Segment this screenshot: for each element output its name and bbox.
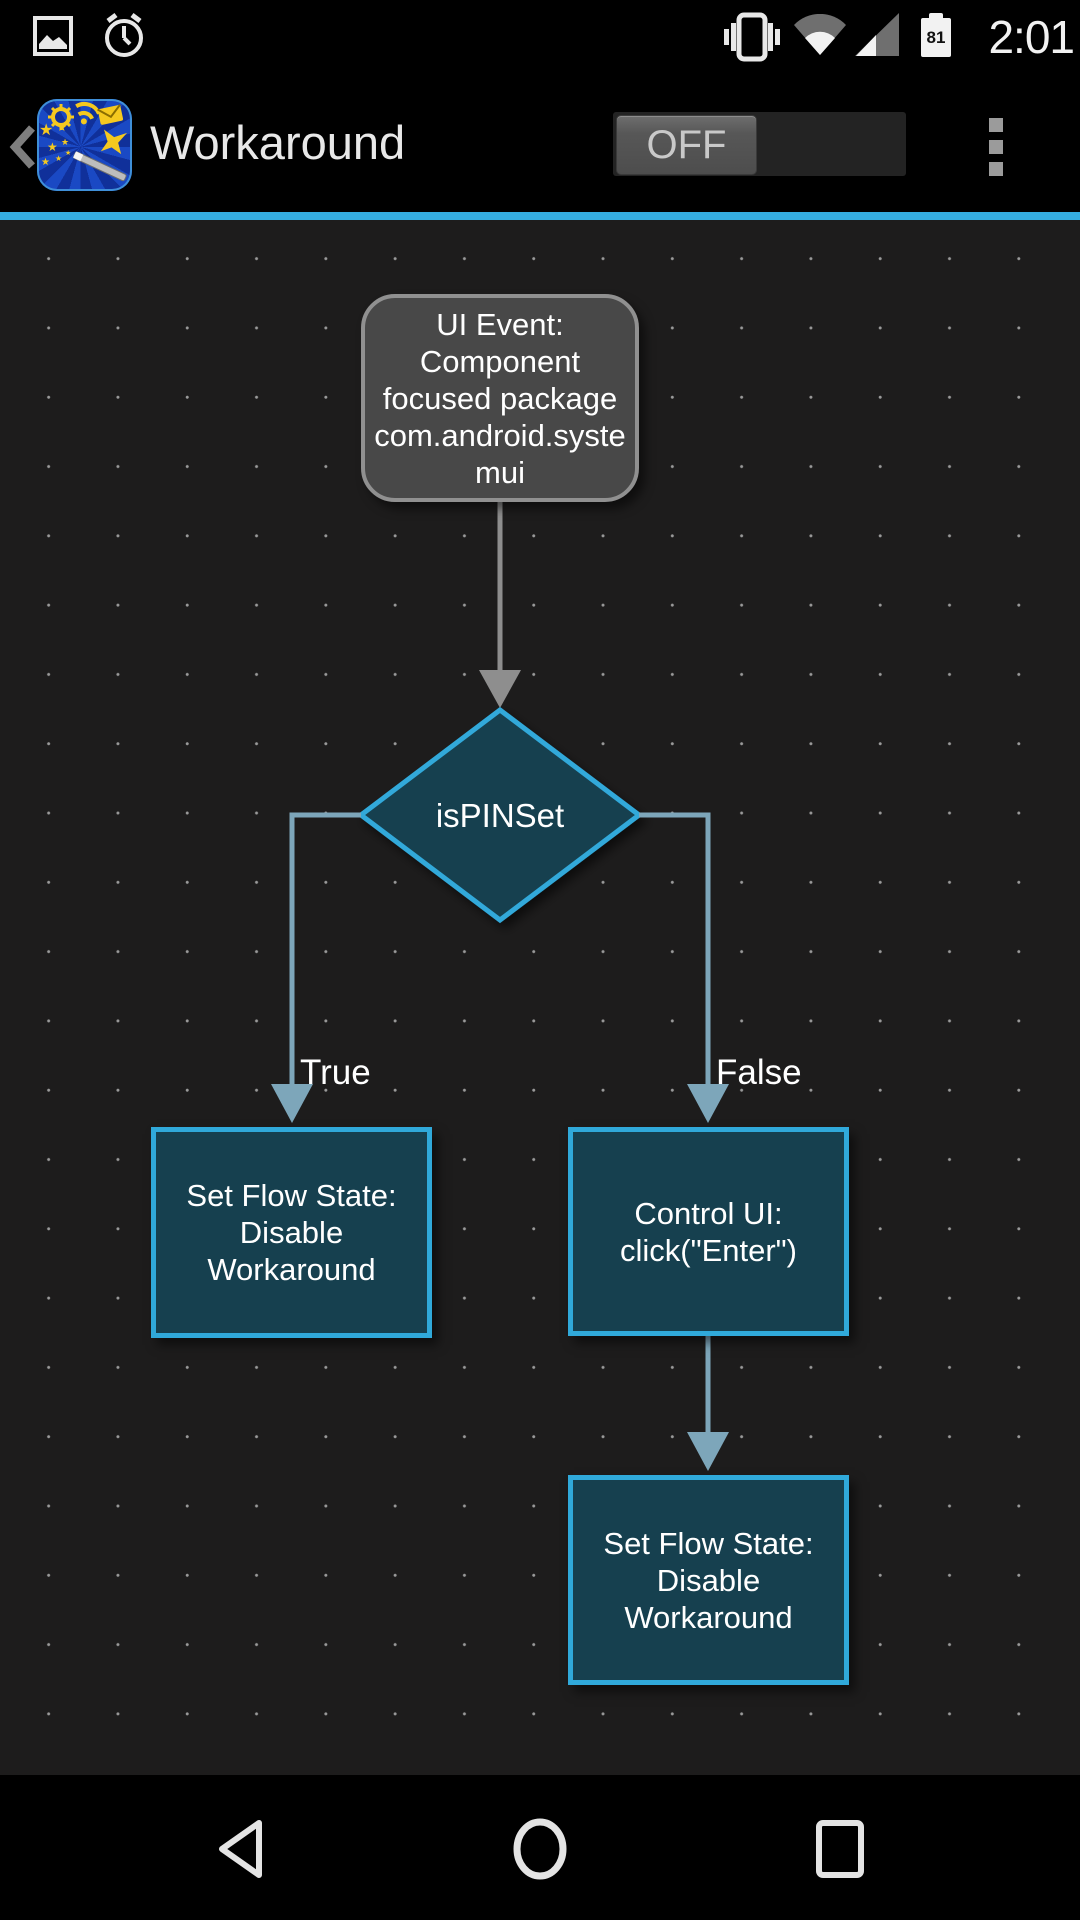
svg-text:★: ★	[61, 138, 69, 148]
home-icon[interactable]	[511, 1817, 569, 1881]
app-bar: ★ ★ ★ ★ ★ ★ ★ Workaround OFF	[0, 75, 1080, 212]
switch-off-label: OFF	[646, 122, 727, 167]
battery-icon: 81	[921, 13, 951, 57]
back-chevron-icon[interactable]	[8, 125, 38, 169]
block-set-flow-state-true[interactable]: Set Flow State: Disable Workaround	[151, 1127, 432, 1338]
wifi-glyph-icon	[75, 102, 101, 125]
decision-label: isPINSet	[435, 797, 565, 834]
overflow-dot	[989, 118, 1003, 132]
stars-sparkle: ★ ★ ★ ★ ★ ★ ★	[39, 120, 71, 168]
battery-percent: 81	[926, 27, 946, 47]
status-bar: 81 2:01	[0, 0, 1080, 75]
arrowhead-true	[271, 1084, 313, 1123]
vibrate-icon	[724, 12, 780, 62]
airplane-icon	[100, 129, 128, 155]
svg-text:★: ★	[39, 120, 53, 139]
arrowhead-top	[479, 670, 521, 708]
app-icon: ★ ★ ★ ★ ★ ★ ★	[37, 99, 132, 191]
connector-false	[639, 812, 711, 1086]
cell-signal-icon	[855, 13, 899, 56]
svg-text:★: ★	[65, 149, 71, 157]
edge-label-true: True	[300, 1053, 371, 1092]
svg-text:★: ★	[41, 157, 50, 168]
page-title: Workaround	[150, 116, 406, 169]
image-notification-icon	[33, 16, 73, 56]
arrowhead-false	[687, 1084, 729, 1123]
wifi-icon	[794, 14, 846, 55]
switch-thumb[interactable]: OFF	[616, 115, 757, 175]
overflow-dot	[989, 140, 1003, 154]
block-control-ui[interactable]: Control UI: click("Enter")	[568, 1127, 849, 1336]
flowchart-canvas[interactable]: UI Event: Component focused package com.…	[0, 220, 1080, 1775]
navigation-bar	[0, 1775, 1080, 1920]
connector-true	[289, 812, 361, 1086]
magic-wand-icon	[73, 151, 127, 182]
flow-connectors	[271, 502, 729, 1471]
block-set-flow-state-false[interactable]: Set Flow State: Disable Workaround	[568, 1475, 849, 1685]
arrowhead-bottom	[687, 1432, 729, 1471]
back-icon[interactable]	[213, 1819, 265, 1879]
svg-text:★: ★	[55, 154, 62, 163]
block-ui-event[interactable]: UI Event: Component focused package com.…	[361, 294, 639, 502]
decision-diamond[interactable]	[356, 706, 644, 924]
envelope-icon	[97, 104, 124, 125]
flow-enable-switch[interactable]: OFF	[613, 112, 906, 176]
overflow-dot	[989, 162, 1003, 176]
clock-text: 2:01	[988, 11, 1075, 63]
recents-icon[interactable]	[813, 1819, 867, 1879]
gear-icon	[48, 104, 74, 130]
accent-divider	[0, 212, 1080, 220]
alarm-icon	[105, 13, 143, 57]
edge-label-false: False	[716, 1053, 802, 1092]
svg-text:★: ★	[57, 121, 67, 134]
svg-text:★: ★	[47, 140, 58, 154]
overflow-menu-button[interactable]	[989, 118, 1003, 184]
